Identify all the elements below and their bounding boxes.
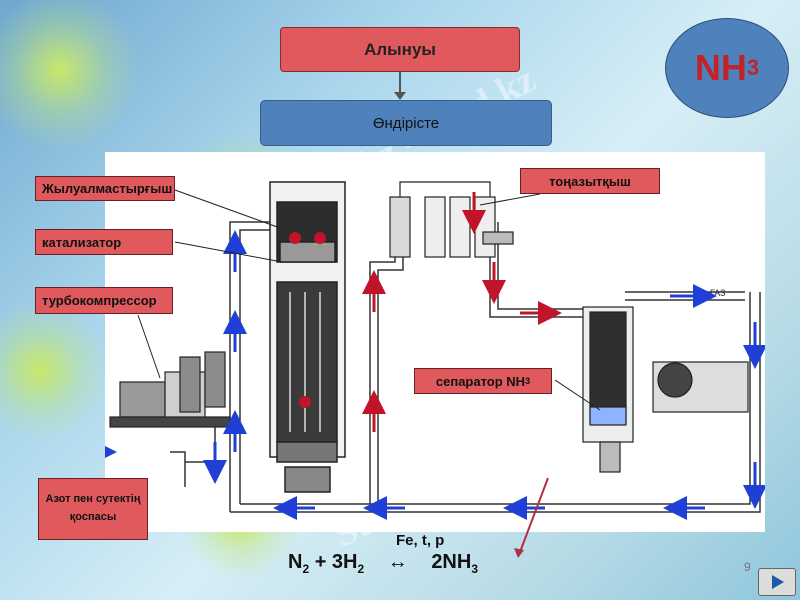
diagram-panel: ГАЗ — [105, 152, 765, 532]
turbocompressor-label: турбокомпрессор — [35, 287, 173, 314]
synthesis-column — [269, 181, 346, 493]
heat-exchanger-label: Жылуалмастырғыш — [35, 176, 175, 201]
eq-arrow: ↔ — [387, 551, 408, 573]
next-slide-button[interactable] — [758, 568, 796, 596]
reaction-conditions: Fe, t, p — [396, 532, 445, 549]
turbocompressor — [109, 351, 231, 428]
play-icon — [772, 575, 784, 589]
connector — [394, 72, 406, 100]
eq-n2: N — [288, 551, 303, 573]
catalyst-label: катализатор — [35, 229, 173, 255]
reaction-equation: N2 + 3H2 ↔ 2NH3 — [288, 551, 478, 576]
page-title: Алынуы — [364, 39, 436, 59]
cooler-label: тоңазытқыш — [520, 168, 660, 194]
eq-product: 2NH — [431, 551, 472, 573]
gas-label: ГАЗ — [710, 288, 726, 298]
separator-label-text: сепаратор NH — [435, 373, 526, 389]
eq-product-sub: 3 — [471, 562, 479, 576]
plant-diagram: ГАЗ — [105, 181, 765, 520]
mixture-label: Азот пен сутектің қоспасы — [38, 478, 148, 540]
eq-h2-sub: 2 — [357, 562, 365, 576]
separator-label-sub: 3 — [525, 376, 531, 386]
page-subtitle: Өндірісте — [372, 114, 440, 132]
formula-badge-sub: 3 — [746, 55, 760, 80]
eq-n2-sub: 2 — [302, 562, 310, 576]
subtitle-box: Өндірісте — [260, 100, 552, 146]
eq-h2: + 3H — [309, 551, 358, 573]
title-box: Алынуы — [280, 27, 520, 72]
formula-badge-text: NH — [694, 47, 747, 88]
flow-arrows-red — [362, 192, 562, 432]
page-number: 9 — [744, 560, 751, 574]
separator — [582, 306, 749, 473]
background-glow — [0, 0, 140, 150]
background-glow — [0, 300, 110, 440]
flow-arrows-blue — [105, 230, 765, 520]
